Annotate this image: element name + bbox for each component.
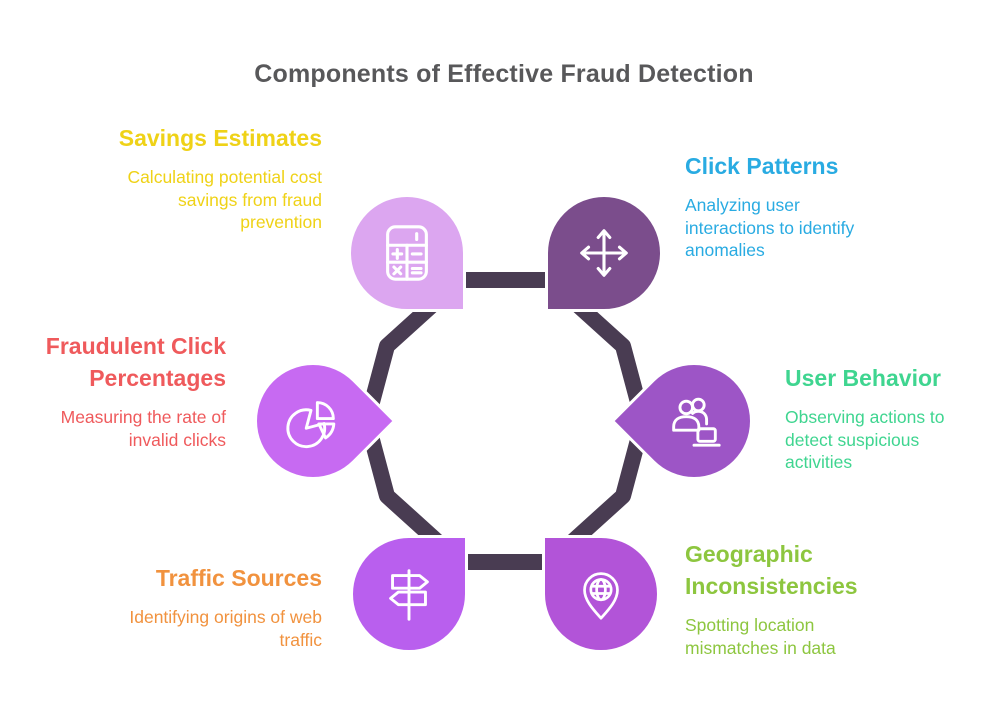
node-label: User Behavior <box>785 365 941 391</box>
node-label: Traffic Sources <box>155 565 322 591</box>
node-description: Identifying origins of web traffic <box>129 607 322 650</box>
pie-chart-icon <box>282 390 344 452</box>
users-laptop-icon <box>663 390 725 452</box>
fingerprint-hook-icon <box>455 352 575 477</box>
node-description: Analyzing user interactions to identify … <box>685 195 855 260</box>
globe-pin-icon <box>570 563 632 625</box>
calculator-icon <box>376 222 438 284</box>
bubble-fraudulent-clicks <box>229 337 397 505</box>
bubble-click-patterns <box>545 194 663 312</box>
node-text-fraudulent-clicks: Fraudulent Click Percentages Measuring t… <box>16 330 226 451</box>
node-description: Measuring the rate of invalid clicks <box>60 407 226 450</box>
node-label: Fraudulent Click Percentages <box>45 333 226 391</box>
bubble-user-behavior <box>610 337 778 505</box>
signpost-icon <box>378 563 440 625</box>
node-text-user-behavior: User Behavior Observing actions to detec… <box>785 362 985 474</box>
node-label: Click Patterns <box>685 153 839 179</box>
page-title: Components of Effective Fraud Detection <box>254 60 754 88</box>
node-text-traffic-sources: Traffic Sources Identifying origins of w… <box>112 562 322 651</box>
bubble-geographic <box>542 535 660 653</box>
node-text-savings-estimates: Savings Estimates Calculating potential … <box>112 122 322 234</box>
bubble-traffic-sources <box>350 535 468 653</box>
node-text-click-patterns: Click Patterns Analyzing user interactio… <box>685 150 885 262</box>
bubble-savings-estimates <box>348 194 466 312</box>
node-text-geographic: Geographic Inconsistencies Spotting loca… <box>685 538 900 659</box>
node-label: Savings Estimates <box>118 125 322 151</box>
node-description: Spotting location mismatches in data <box>685 615 836 658</box>
node-description: Calculating potential cost savings from … <box>127 167 322 232</box>
move-arrows-icon <box>573 222 635 284</box>
node-label: Geographic Inconsistencies <box>685 541 858 599</box>
node-description: Observing actions to detect suspicious a… <box>785 407 945 472</box>
